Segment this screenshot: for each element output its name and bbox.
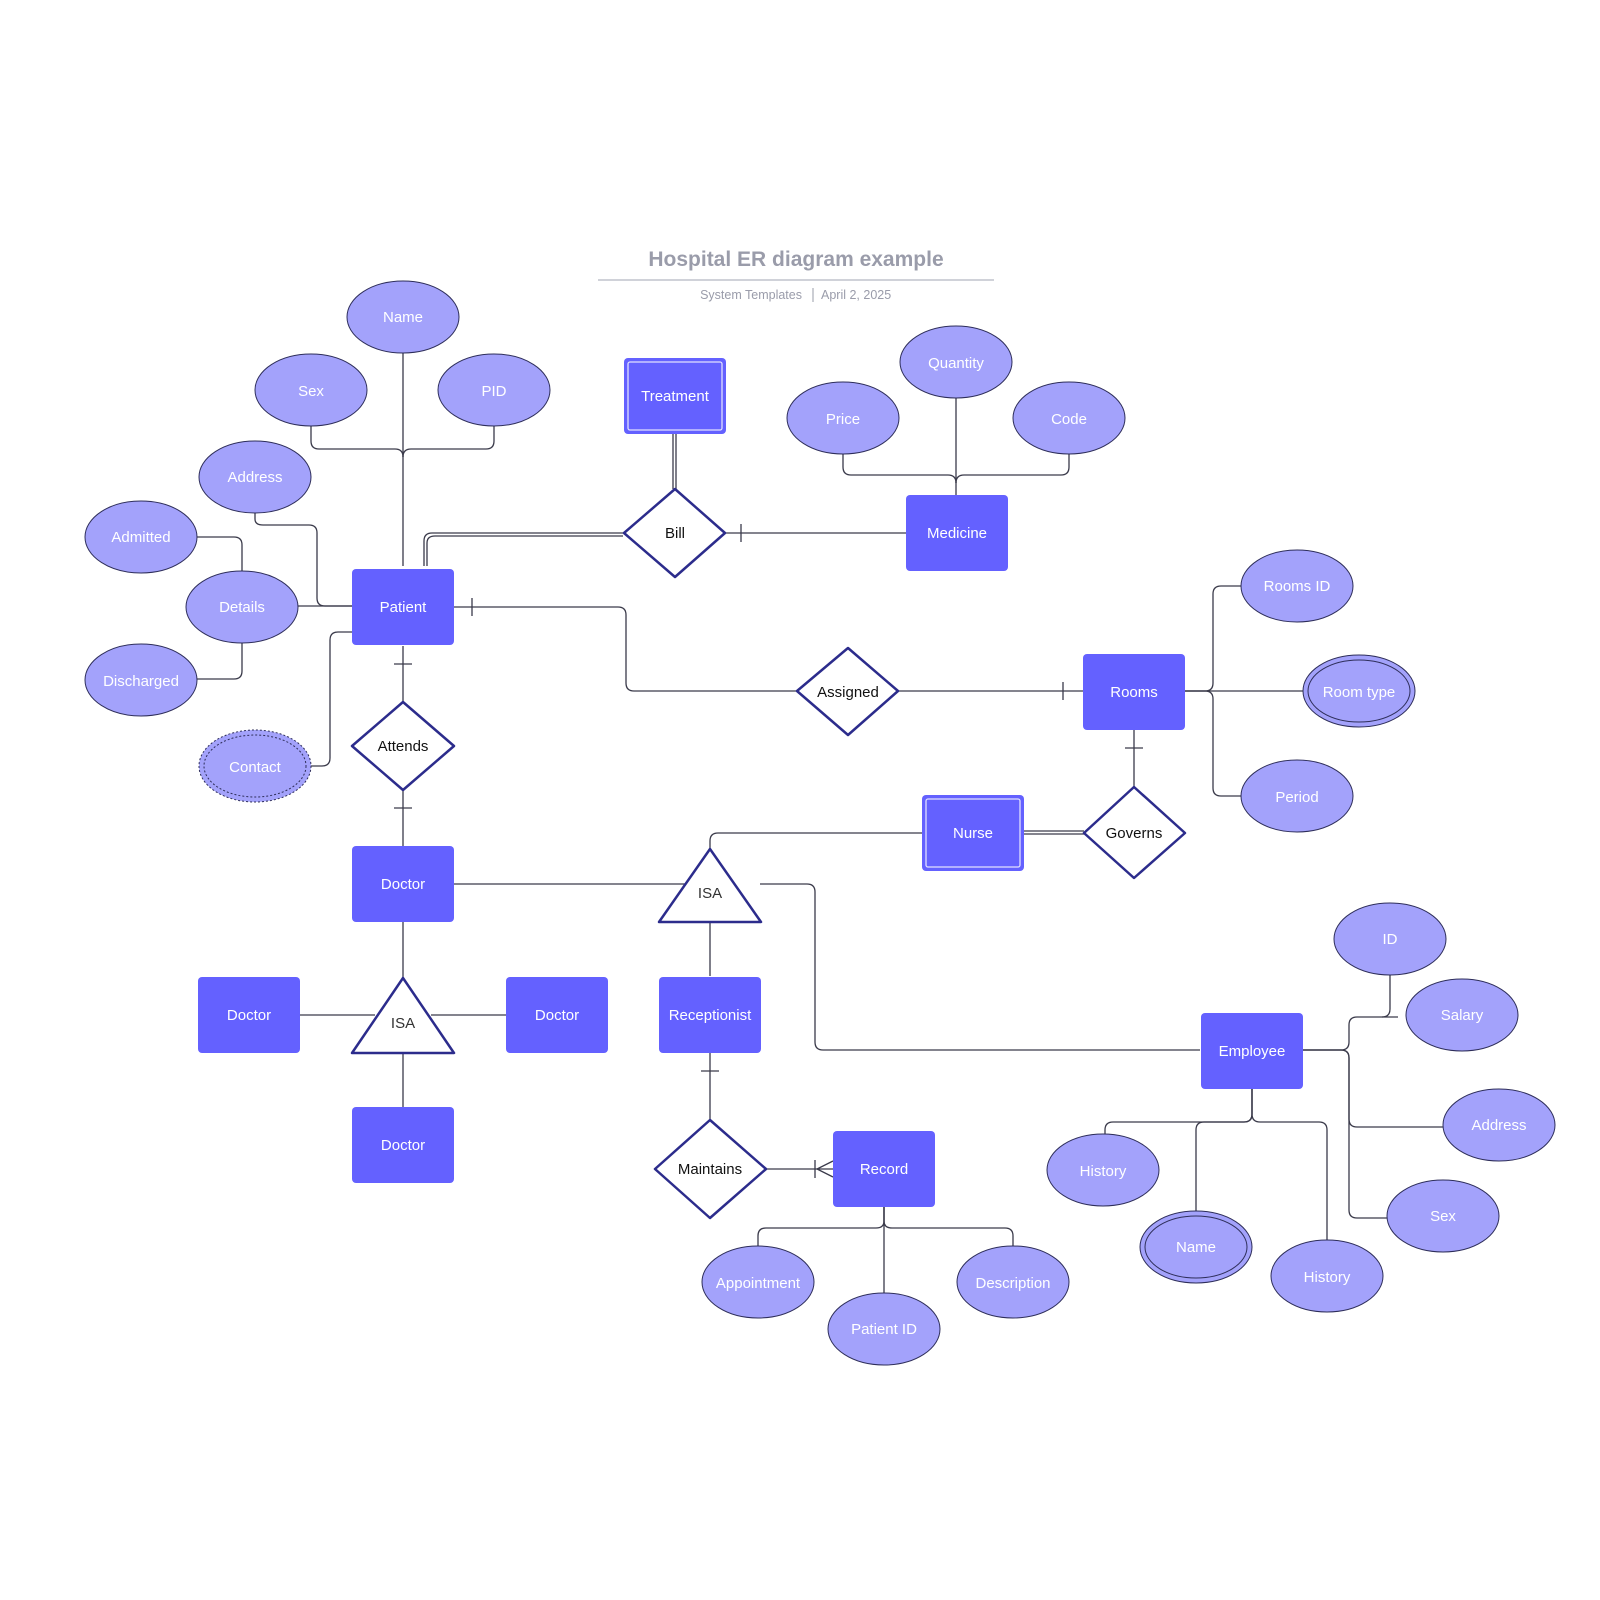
- entity-nurse[interactable]: Nurse: [922, 795, 1024, 871]
- svg-text:Address: Address: [227, 469, 282, 486]
- svg-text:Room type: Room type: [1323, 684, 1396, 701]
- attr-patient-sex[interactable]: Sex: [254, 353, 368, 427]
- attr-patient-name[interactable]: Name: [346, 280, 460, 354]
- isa-staff-triangle[interactable]: ISA: [657, 847, 763, 924]
- svg-text:Sex: Sex: [1430, 1208, 1456, 1225]
- entity-rooms-label: Rooms: [1110, 684, 1158, 701]
- entity-patient-label: Patient: [380, 599, 428, 616]
- svg-text:Sex: Sex: [298, 383, 324, 400]
- attr-employee-history-right[interactable]: History: [1270, 1239, 1384, 1313]
- entity-doctor-right-label: Doctor: [535, 1007, 579, 1024]
- svg-text:ID: ID: [1383, 931, 1398, 948]
- attr-patient-discharged[interactable]: Discharged: [84, 643, 198, 717]
- attr-patient-address[interactable]: Address: [198, 440, 312, 514]
- svg-text:PID: PID: [481, 383, 506, 400]
- relationship-assigned-label: Assigned: [817, 684, 879, 701]
- relationship-assigned[interactable]: Assigned: [795, 646, 900, 737]
- attr-record-patient-id[interactable]: Patient ID: [827, 1292, 941, 1366]
- svg-text:Patient ID: Patient ID: [851, 1321, 917, 1338]
- attr-patient-details[interactable]: Details: [185, 570, 299, 644]
- entity-doctor-left-label: Doctor: [227, 1007, 271, 1024]
- entity-receptionist[interactable]: Receptionist: [659, 977, 761, 1053]
- svg-text:Price: Price: [826, 411, 860, 428]
- svg-text:Rooms ID: Rooms ID: [1264, 578, 1331, 595]
- isa-doctor-label: ISA: [391, 1015, 415, 1032]
- connectors: [196, 352, 1443, 1293]
- diagram-date: April 2, 2025: [821, 288, 891, 302]
- relationship-maintains[interactable]: Maintains: [653, 1118, 768, 1220]
- attr-patient-contact[interactable]: Contact: [198, 729, 312, 803]
- svg-text:History: History: [1304, 1269, 1351, 1286]
- attr-patient-admitted[interactable]: Admitted: [84, 500, 198, 574]
- entity-rooms[interactable]: Rooms: [1083, 654, 1185, 730]
- relationship-bill-label: Bill: [665, 525, 685, 542]
- attr-employee-sex[interactable]: Sex: [1386, 1179, 1500, 1253]
- relationship-governs-label: Governs: [1106, 825, 1163, 842]
- attr-employee-id[interactable]: ID: [1333, 902, 1447, 976]
- entity-patient[interactable]: Patient: [352, 569, 454, 645]
- isa-staff-label: ISA: [698, 885, 722, 902]
- isa-doctor-triangle[interactable]: ISA: [350, 976, 456, 1055]
- diagram-title: Hospital ER diagram example: [648, 248, 943, 271]
- svg-text:Name: Name: [1176, 1239, 1216, 1256]
- attr-rooms-id[interactable]: Rooms ID: [1240, 549, 1354, 623]
- attr-patient-pid[interactable]: PID: [437, 353, 551, 427]
- entity-medicine[interactable]: Medicine: [906, 495, 1008, 571]
- svg-text:Contact: Contact: [229, 759, 282, 776]
- svg-text:Name: Name: [383, 309, 423, 326]
- svg-text:History: History: [1080, 1163, 1127, 1180]
- attr-employee-address[interactable]: Address: [1442, 1088, 1556, 1162]
- entity-doctor-label: Doctor: [381, 876, 425, 893]
- entity-doctor-left[interactable]: Doctor: [198, 977, 300, 1053]
- entity-receptionist-label: Receptionist: [669, 1007, 752, 1024]
- entity-treatment-label: Treatment: [641, 388, 710, 405]
- entity-nurse-label: Nurse: [953, 825, 993, 842]
- entity-doctor-right[interactable]: Doctor: [506, 977, 608, 1053]
- attr-rooms-period[interactable]: Period: [1240, 759, 1354, 833]
- diagram-author: System Templates: [700, 288, 802, 302]
- entity-doctor[interactable]: Doctor: [352, 846, 454, 922]
- attr-employee-salary[interactable]: Salary: [1405, 978, 1519, 1052]
- svg-text:Details: Details: [219, 599, 265, 616]
- entity-doctor-bottom-label: Doctor: [381, 1137, 425, 1154]
- attr-record-description[interactable]: Description: [956, 1245, 1070, 1319]
- entity-record-label: Record: [860, 1161, 908, 1178]
- entity-doctor-bottom[interactable]: Doctor: [352, 1107, 454, 1183]
- relationship-bill[interactable]: Bill: [622, 487, 727, 579]
- entity-record[interactable]: Record: [833, 1131, 935, 1207]
- svg-text:Description: Description: [975, 1275, 1050, 1292]
- entity-employee[interactable]: Employee: [1201, 1013, 1303, 1089]
- attr-medicine-quantity[interactable]: Quantity: [899, 325, 1013, 399]
- svg-text:Admitted: Admitted: [111, 529, 170, 546]
- relationship-attends[interactable]: Attends: [350, 700, 456, 792]
- diagram-header: Hospital ER diagram example System Templ…: [598, 248, 994, 302]
- svg-text:Code: Code: [1051, 411, 1087, 428]
- relationship-governs[interactable]: Governs: [1082, 785, 1187, 880]
- attr-record-appointment[interactable]: Appointment: [701, 1245, 815, 1319]
- attr-employee-history-left[interactable]: History: [1046, 1133, 1160, 1207]
- relationship-maintains-label: Maintains: [678, 1161, 742, 1178]
- svg-text:Discharged: Discharged: [103, 673, 179, 690]
- svg-text:Address: Address: [1471, 1117, 1526, 1134]
- attr-rooms-type[interactable]: Room type: [1302, 654, 1416, 728]
- svg-text:Salary: Salary: [1441, 1007, 1484, 1024]
- svg-text:Appointment: Appointment: [716, 1275, 801, 1292]
- attr-employee-name[interactable]: Name: [1139, 1210, 1253, 1284]
- svg-text:Period: Period: [1275, 789, 1318, 806]
- svg-text:Quantity: Quantity: [928, 355, 984, 372]
- attr-medicine-price[interactable]: Price: [786, 381, 900, 455]
- attr-medicine-code[interactable]: Code: [1012, 381, 1126, 455]
- entity-treatment[interactable]: Treatment: [624, 358, 726, 434]
- entity-employee-label: Employee: [1219, 1043, 1286, 1060]
- relationship-attends-label: Attends: [378, 738, 429, 755]
- entity-medicine-label: Medicine: [927, 525, 987, 542]
